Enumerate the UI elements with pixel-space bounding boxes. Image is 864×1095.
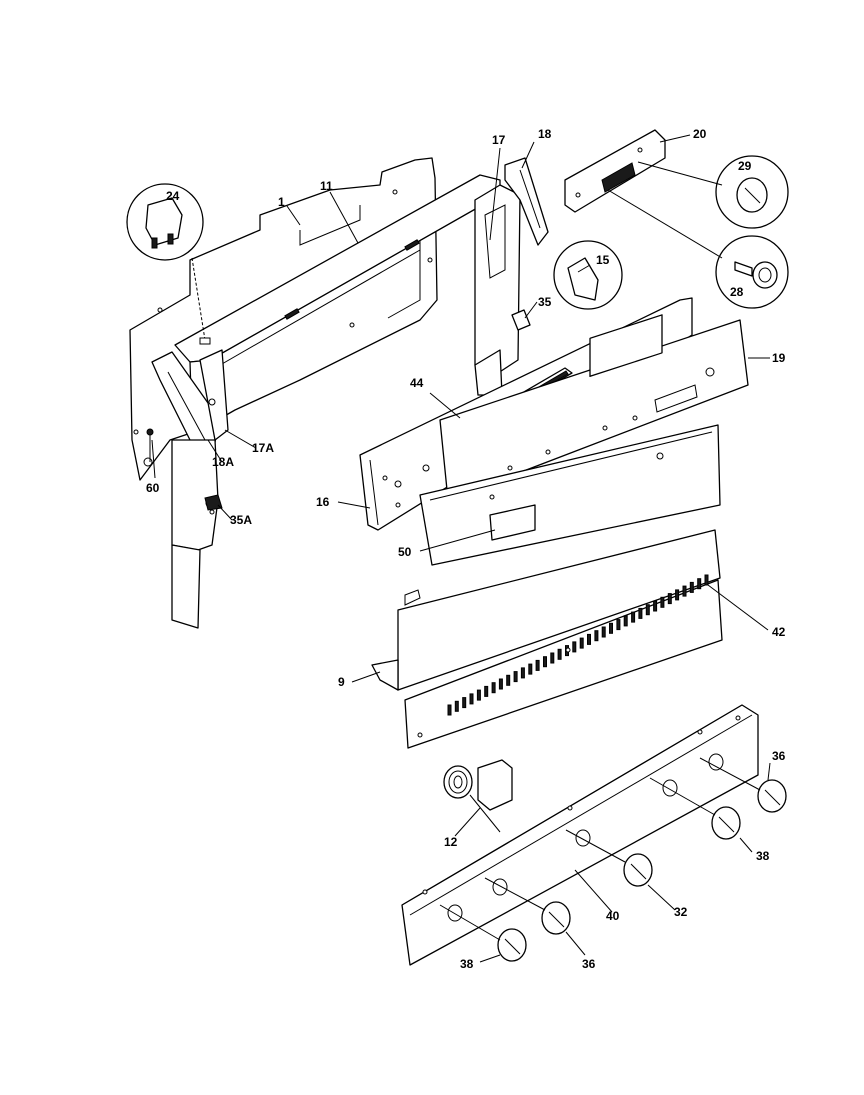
label-part-28: 28 [730,285,744,299]
clip-part-35 [511,309,531,331]
knob-part-32 [623,853,653,887]
vent-slot [689,581,694,593]
vent-slot [631,611,636,623]
label-part-18: 18 [538,127,552,141]
label-part-17: 17 [492,133,506,147]
label-part-40: 40 [606,909,620,923]
vent-slots [447,574,709,716]
vent-slot [447,704,452,716]
right-side-bracket-part-17 [474,184,521,396]
left-bracket-part-17a [143,349,229,629]
label-part-35a: 35A [230,513,252,527]
label-part-18a: 18A [212,455,234,469]
lower-trim-part-9 [371,529,721,691]
vent-panel-part-42 [404,574,723,749]
vent-slot [704,574,709,586]
end-cap-part-18 [504,157,549,246]
part-labels: 1 11 17 18 20 29 24 15 28 35 19 44 17A 1… [146,127,786,971]
label-part-9: 9 [338,675,345,689]
vent-slot [609,622,613,634]
rocker-switch-detail-24 [126,183,211,345]
label-part-50: 50 [398,545,412,559]
label-part-29: 29 [738,159,752,173]
vent-slot [462,697,467,709]
label-part-36-top: 36 [772,749,786,763]
label-part-17a: 17A [252,441,274,455]
vent-slot [557,648,562,660]
knob-detail-28 [715,235,789,309]
front-control-panel-part-19 [439,314,749,501]
clip-detail-15 [553,240,623,310]
label-part-60: 60 [146,481,160,495]
vent-slot [645,604,650,616]
knob-part-38 [497,928,527,962]
thermostat-part-12 [443,759,513,833]
vent-slot [520,667,525,679]
vent-slot [587,633,591,645]
clip-part-35a [204,494,223,511]
vent-slot [476,689,481,701]
vent-slot [528,663,533,675]
vent-slot [572,641,577,653]
leader-lines [151,134,771,963]
vent-slot [638,607,643,619]
label-part-38-right: 38 [756,849,770,863]
timer-module-part-20 [564,129,723,259]
vent-slot [660,596,665,608]
vent-slot [498,678,503,690]
knob-panel-part-40 [401,704,759,966]
vent-slot [550,652,555,664]
vent-slot [535,659,540,671]
vent-slot [675,589,680,601]
vent-slot [667,593,672,605]
label-part-20: 20 [693,127,707,141]
knob-part-36-top [757,779,787,813]
label-part-35: 35 [538,295,552,309]
label-part-42: 42 [772,625,786,639]
screw-part-60 [146,428,154,462]
knob-part-36-left [541,901,571,935]
label-part-12: 12 [444,835,458,849]
vent-slot [616,619,621,631]
vent-slot [594,630,599,642]
knob-detail-29 [715,155,789,229]
vent-slot [469,693,474,705]
vent-slot [484,685,489,697]
label-part-15: 15 [596,253,610,267]
label-part-16: 16 [316,495,330,509]
label-part-38-left: 38 [460,957,474,971]
label-part-44: 44 [410,376,424,390]
vent-slot [682,585,687,597]
label-part-11: 11 [320,179,333,193]
vent-slot [491,682,496,694]
vent-slot [653,600,658,612]
vent-slot [697,578,702,590]
vent-slot [601,626,606,638]
vent-slot [454,700,459,712]
knob-part-36-right [711,806,741,840]
label-part-24: 24 [166,189,180,203]
label-part-32: 32 [674,905,688,919]
label-part-36-left: 36 [582,957,596,971]
vent-slot [506,674,511,686]
vent-slot [543,656,547,668]
vent-slot [623,615,628,627]
label-part-19: 19 [772,351,786,365]
vent-slot [513,671,518,683]
vent-slot [579,637,584,649]
label-part-1: 1 [278,195,285,209]
